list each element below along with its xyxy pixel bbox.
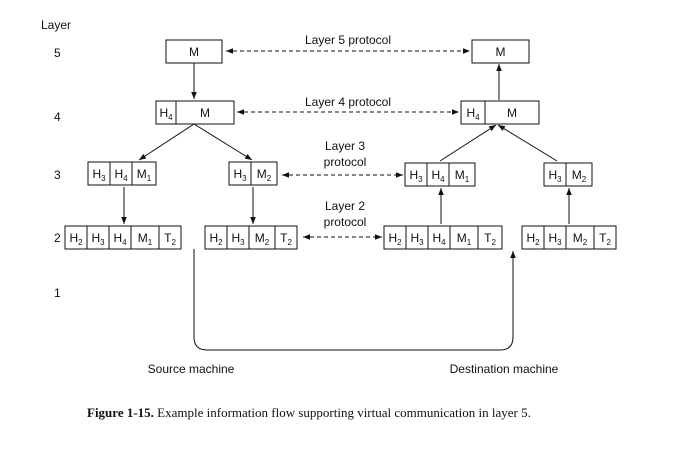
dst-l3a-cell-label: M1 [455,168,470,184]
stack-dst-l3b: H3 M2 [543,162,593,187]
dst-l4-cell-label: M [507,106,517,120]
dst-l4-cell-box [484,100,540,125]
stack-src-l5: M [165,39,223,64]
stack-dst-l2b: H2 H3 M2 T2 [521,225,617,250]
figure-caption: Figure 1-15. Example information flow su… [87,404,567,421]
src-l4-cell-label: H4 [159,106,173,122]
dst-l3b-to-l4-arrow [497,124,558,162]
figure-caption-text: Example information flow supporting virt… [153,405,531,420]
figure-caption-label: Figure 1-15. [87,405,154,420]
dst-l2b-cell-box [593,225,617,250]
src-l3b-cell-box [250,161,278,186]
stack-src-l3a: H3 H4 M1 [87,161,157,186]
src-l5-cell-box [165,39,223,64]
src-l2a-cell-label: H3 [91,231,105,247]
dst-l2a-cell-label: T2 [484,231,496,247]
stack-src-l4: H4 M [155,100,235,125]
dst-l3b-cell-label: H3 [548,168,562,184]
src-l2b-cell-box [274,225,298,250]
dst-l2b-cell-label: H3 [548,231,562,247]
dst-l2b-cell-label: H2 [526,231,540,247]
layer2-protocol-label-line1: Layer 2 [325,199,365,213]
src-l2a-cell-label: M1 [138,231,153,247]
src-l3b-cell-label: M2 [257,167,272,183]
src-l2a-cell-label: H4 [113,231,127,247]
source-machine-label: Source machine [148,362,235,376]
src-l2b-cell-label: H2 [209,231,223,247]
layer2-protocol-label-line2: protocol [324,215,367,229]
src-l3a-cell-label: H3 [92,167,106,183]
dst-l2a-cell-label: H3 [410,231,424,247]
stack-src-l2b: H2 H3 M2 T2 [204,225,298,250]
src-l2b-cell-label: M2 [255,231,270,247]
dst-l3b-cell-label: M2 [572,168,587,184]
dst-l3a-cell-label: H4 [431,168,445,184]
src-l4-cell-label: M [200,106,210,120]
src-l2b-cell-label: T2 [280,231,292,247]
src-l4-to-l3a-arrow [138,123,195,161]
destination-machine-label: Destination machine [450,362,559,376]
dst-l3a-cell-box [448,162,476,187]
layer5-protocol-label: Layer 5 protocol [305,33,391,47]
dst-l2b-cell-label: M2 [573,231,588,247]
dst-l3a-cell-label: H3 [409,168,423,184]
layer-label-4: 4 [54,110,61,124]
stack-dst-l3a: H3 H4 M1 [404,162,476,187]
src-l3b-cell-label: H3 [233,167,247,183]
src-l2b-cell-label: H3 [231,231,245,247]
src-l2a-cell-label: T2 [164,231,176,247]
stack-dst-l4: H4 M [460,100,540,125]
src-l5-cell-label: M [189,45,199,59]
stack-src-l2a: H2 H3 H4 M1 T2 [64,225,182,250]
stack-dst-l2a: H2 H3 H4 M1 T2 [383,225,503,250]
dst-l2a-cell-label: H4 [432,231,446,247]
layer3-protocol-label-line2: protocol [324,155,367,169]
src-l3a-cell-label: H4 [114,167,128,183]
src-l3a-cell-label: M1 [137,167,152,183]
src-l3a-cell-box [131,161,157,186]
layer-label-2: 2 [54,231,61,245]
dst-l2a-cell-label: H2 [388,231,402,247]
dst-l2a-cell-label: M1 [457,231,472,247]
layer-label-5: 5 [54,46,61,60]
stack-src-l3b: H3 M2 [228,161,278,186]
layer-axis-title: Layer [41,18,71,32]
src-l2a-cell-box [158,225,182,250]
src-l4-to-l3b-arrow [193,123,253,161]
dst-l5-cell-box [471,39,530,64]
layer-label-3: 3 [54,168,61,182]
physical-medium-path [193,249,516,351]
dst-l3b-cell-box [565,162,593,187]
dst-l2b-cell-label: T2 [599,231,611,247]
dst-l4-cell-label: H4 [466,106,480,122]
src-l4-cell-box [175,100,235,125]
src-l2a-cell-label: H2 [69,231,83,247]
stack-dst-l5: M [471,39,530,64]
dst-l2a-cell-box [477,225,503,250]
dst-l3a-to-l4-arrow [439,124,497,162]
layer4-protocol-label: Layer 4 protocol [305,95,391,109]
dst-l5-cell-label: M [496,45,506,59]
layer3-protocol-label-line1: Layer 3 [325,139,365,153]
layer-label-1: 1 [54,286,61,300]
